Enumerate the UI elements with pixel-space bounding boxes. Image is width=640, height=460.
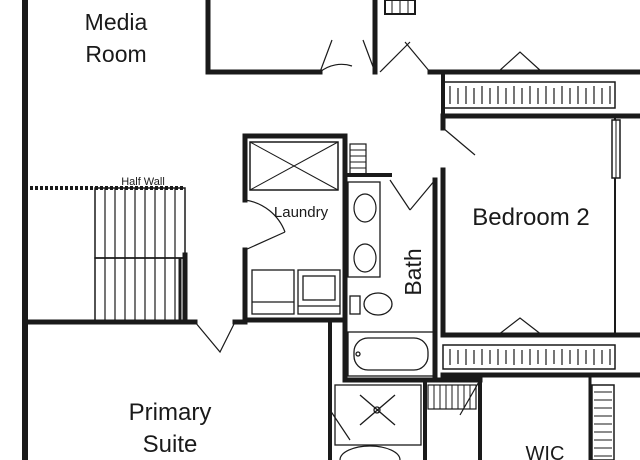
shelf-unit: [349, 143, 367, 175]
closet-shelf-top: [442, 81, 616, 109]
primary-suite-label-line1: Primary: [129, 399, 212, 426]
staircase: [30, 186, 186, 323]
upper-shelf: [384, 0, 416, 15]
window: [611, 119, 621, 179]
media-room-label-line1: Media: [85, 9, 148, 35]
wic-label: WIC: [526, 443, 565, 460]
laundry-tub: [249, 141, 339, 191]
wic-shelf: [591, 384, 615, 460]
laundry-label: Laundry: [274, 204, 329, 221]
closet-shelf-bottom: [442, 344, 616, 370]
bathtub: [347, 331, 435, 377]
toilet: [349, 292, 393, 316]
bedroom-2-label: Bedroom 2: [472, 204, 589, 231]
linen-closet: [427, 384, 477, 410]
dryer: [297, 269, 341, 315]
primary-suite-label-line2: Suite: [143, 431, 198, 458]
vanity-bottom: [339, 445, 401, 460]
bath-label: Bath: [400, 248, 426, 295]
vanity: [347, 181, 381, 278]
media-room-label-line2: Room: [85, 41, 146, 67]
half-wall-label: Half Wall: [121, 176, 165, 188]
washer: [251, 269, 295, 315]
shower: [334, 384, 422, 446]
